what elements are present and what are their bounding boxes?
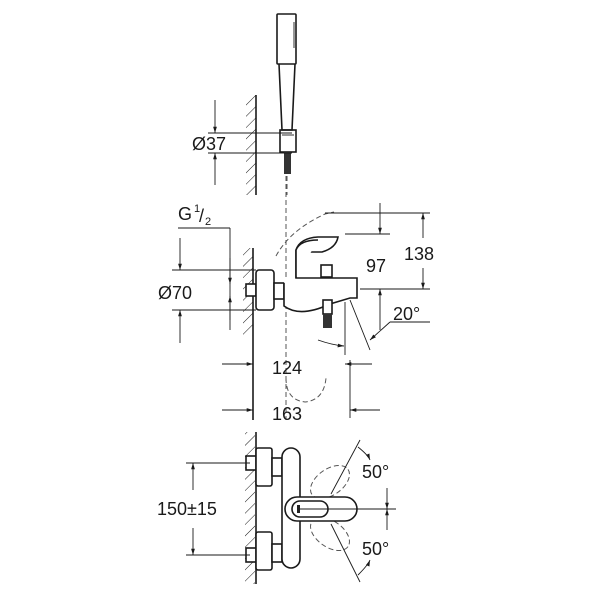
thread-frac-den: 2 <box>205 216 211 228</box>
spout-angle-label: 20° <box>393 304 420 324</box>
holder-diameter-label: Ø37 <box>192 134 226 154</box>
spout-projection-label: 124 <box>272 358 302 378</box>
wall-hatch-3 <box>245 432 255 584</box>
thread-frac-slash: / <box>199 206 204 226</box>
total-height-label: 138 <box>404 244 434 264</box>
centers-label: 150±15 <box>157 499 217 519</box>
wall-hatch <box>246 95 256 195</box>
mixer-front-view: 50° 50° 150±15 <box>157 432 396 584</box>
lever-height-label: 97 <box>366 256 386 276</box>
mixer-body-icon <box>245 211 358 328</box>
hand-shower-view: Ø37 <box>192 13 297 195</box>
hand-shower-icon <box>276 13 297 195</box>
thread-label: G <box>178 204 192 224</box>
lever-angle-down-label: 50° <box>362 539 389 559</box>
thread-frac-num: 1 <box>194 203 200 215</box>
total-projection-label: 163 <box>272 404 302 424</box>
escutcheon-diameter-label: Ø70 <box>158 283 192 303</box>
lever-angle-up-label: 50° <box>362 462 389 482</box>
mixer-side-view: G 1 / 2 Ø70 97 138 20° 124 <box>158 176 434 424</box>
